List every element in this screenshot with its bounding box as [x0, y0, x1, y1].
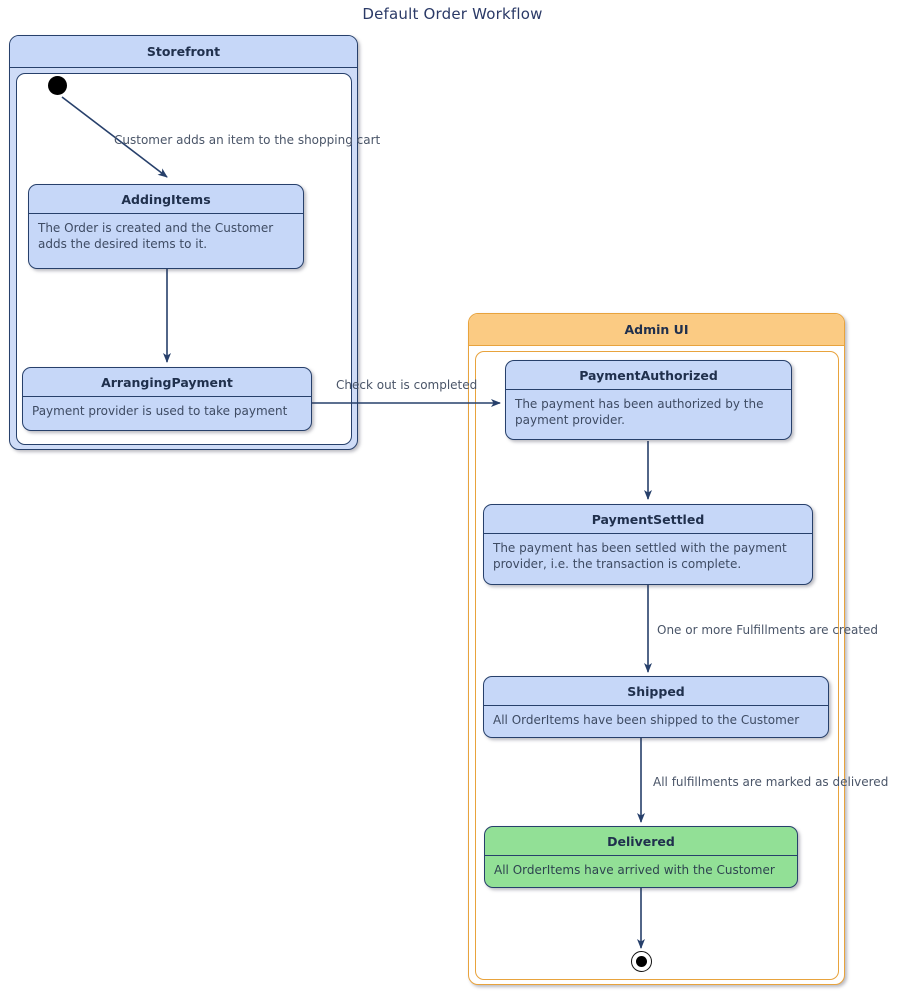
state-node-paymentauthorized-description: The payment has been authorized by the p… — [515, 397, 764, 427]
edge-label-arrangingpayment-to-paymentauthorized: Check out is completed — [336, 378, 478, 392]
state-node-paymentauthorized-title: PaymentAuthorized — [506, 361, 791, 390]
composite-state-storefront-title: Storefront — [10, 36, 357, 68]
state-node-addingitems[interactable]: AddingItems The Order is created and the… — [28, 184, 304, 269]
edge-label-initial-to-addingitems: Customer adds an item to the shopping ca… — [114, 133, 381, 147]
state-node-paymentsettled[interactable]: PaymentSettled The payment has been sett… — [483, 504, 813, 585]
state-node-paymentsettled-title: PaymentSettled — [484, 505, 812, 534]
initial-state-node[interactable] — [48, 76, 67, 95]
edge-label-paymentsettled-to-shipped: One or more Fulfillments are created — [657, 623, 879, 637]
state-node-paymentsettled-description: The payment has been settled with the pa… — [493, 541, 787, 571]
state-node-delivered-title: Delivered — [485, 827, 797, 856]
state-node-addingitems-title: AddingItems — [29, 185, 303, 214]
state-node-paymentauthorized[interactable]: PaymentAuthorized The payment has been a… — [505, 360, 792, 440]
composite-state-adminui-title: Admin UI — [469, 314, 844, 346]
state-node-arrangingpayment[interactable]: ArrangingPayment Payment provider is use… — [22, 367, 312, 431]
state-node-shipped-title: Shipped — [484, 677, 828, 706]
state-node-arrangingpayment-title: ArrangingPayment — [23, 368, 311, 397]
state-node-addingitems-description: The Order is created and the Customer ad… — [38, 221, 274, 251]
state-node-delivered-description: All OrderItems have arrived with the Cus… — [494, 863, 775, 877]
edge-label-shipped-to-delivered: All fulfillments are marked as delivered — [653, 775, 889, 789]
final-state-node[interactable] — [631, 951, 652, 972]
state-node-arrangingpayment-description: Payment provider is used to take payment — [32, 404, 288, 418]
state-node-shipped-description: All OrderItems have been shipped to the … — [493, 713, 800, 727]
state-node-delivered[interactable]: Delivered All OrderItems have arrived wi… — [484, 826, 798, 888]
state-node-shipped[interactable]: Shipped All OrderItems have been shipped… — [483, 676, 829, 738]
diagram-title: Default Order Workflow — [362, 5, 543, 23]
